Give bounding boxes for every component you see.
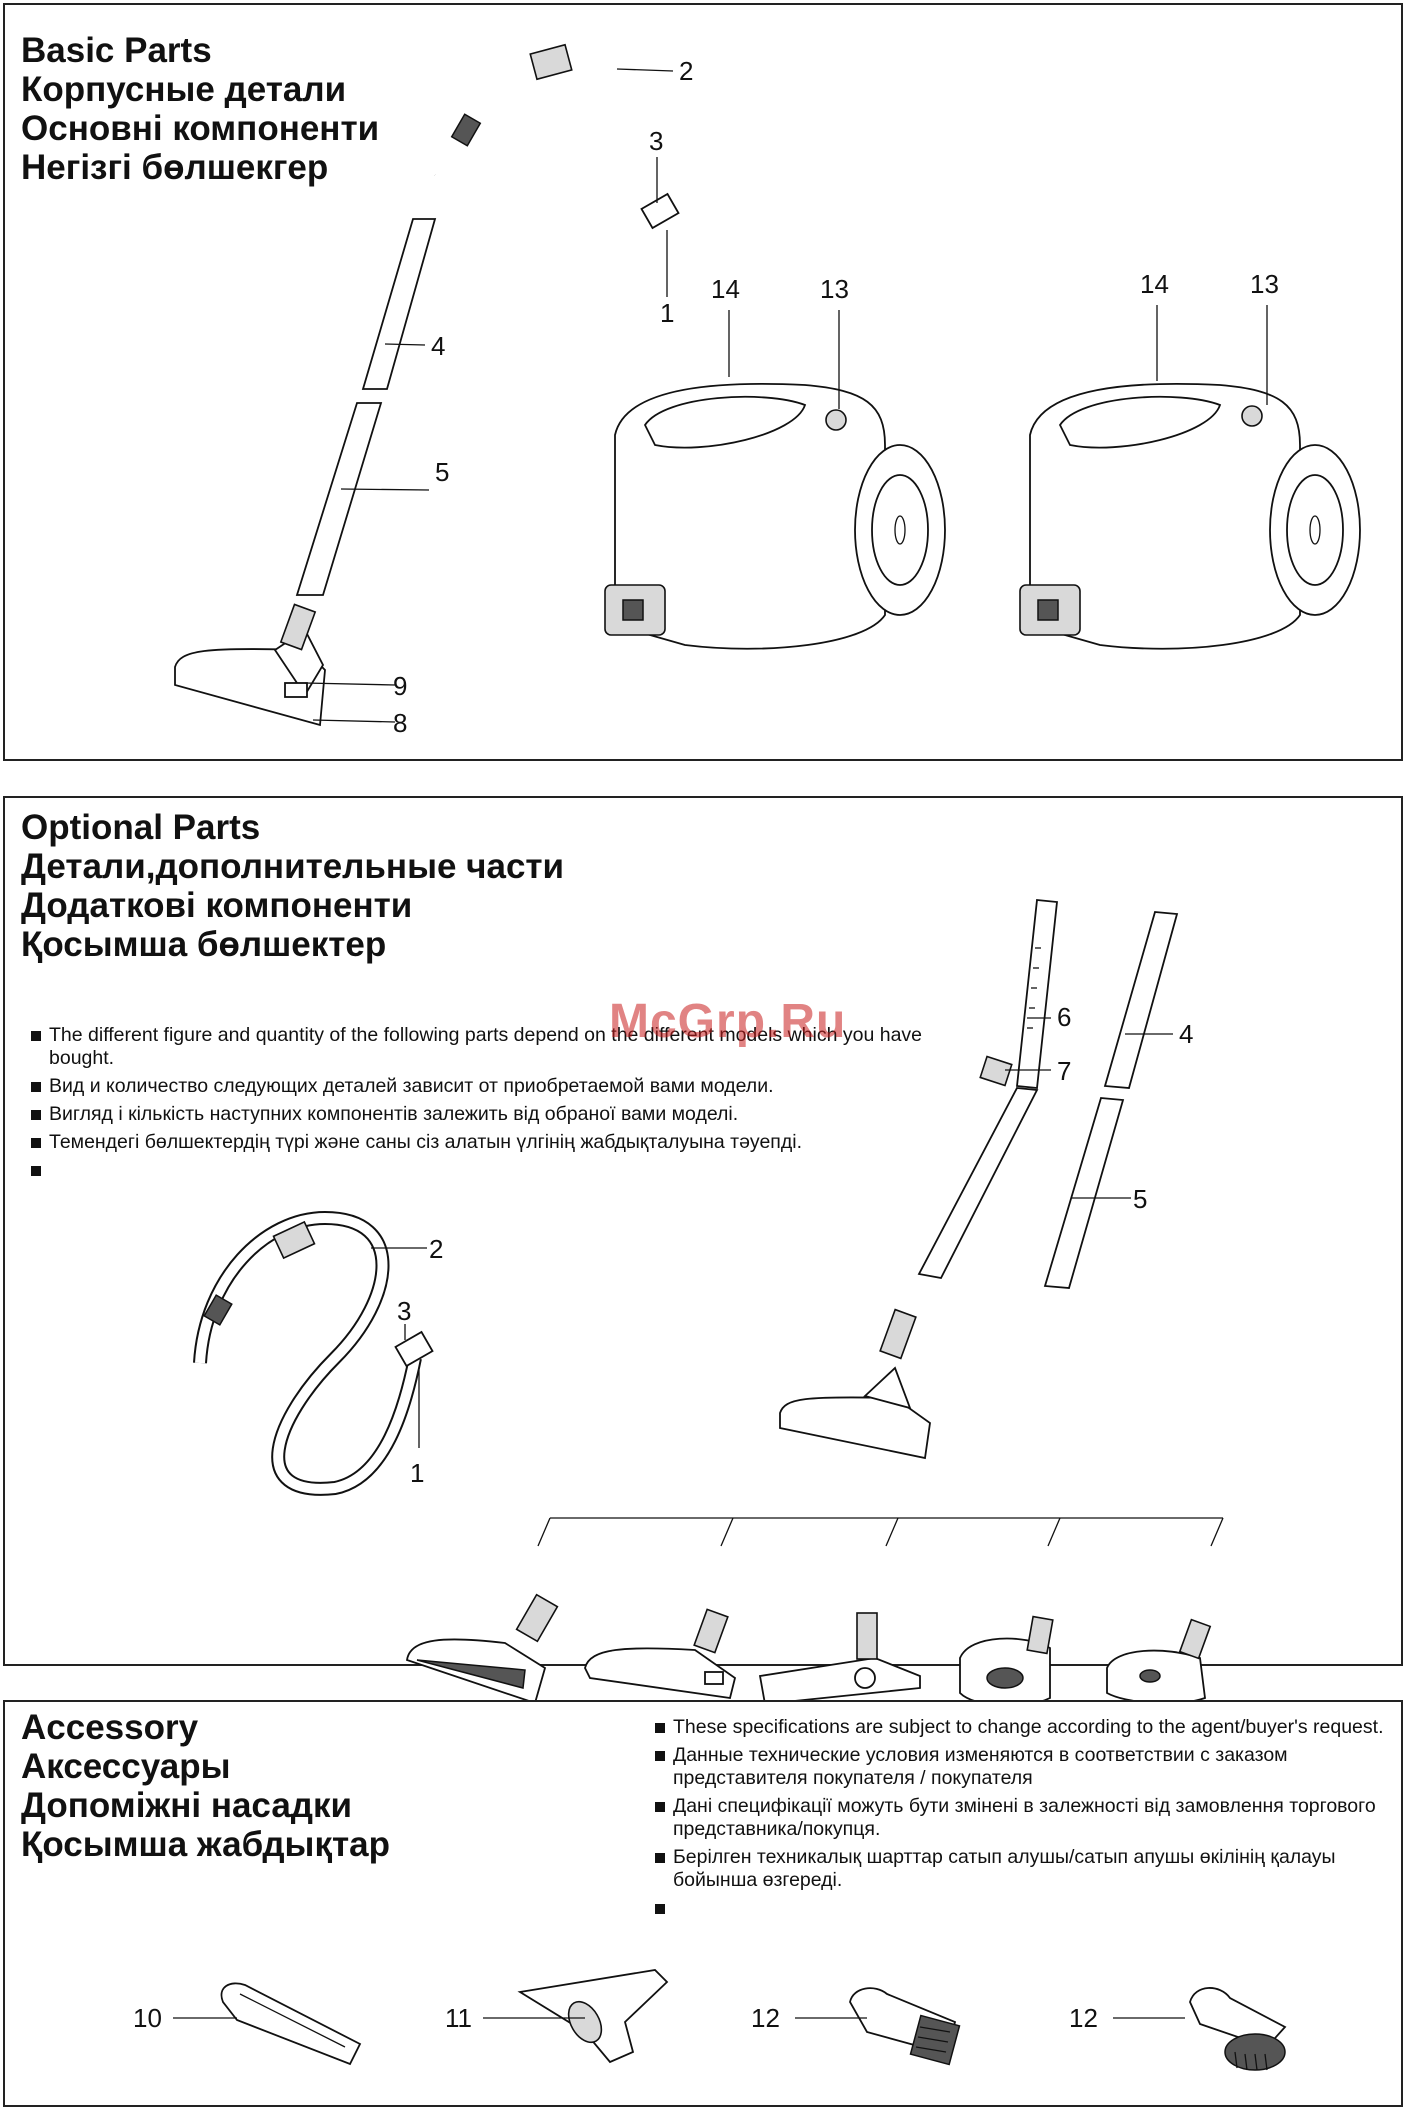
optional-parts-heading: Optional Parts Детали,дополнительные час… xyxy=(21,808,564,964)
callout-right-button: 13 xyxy=(1250,269,1279,299)
callout-right-top-part: 14 xyxy=(1140,269,1169,299)
tube-drawing xyxy=(295,218,437,596)
heading-line-kk: Қосымша бөлшектер xyxy=(21,925,387,964)
telescopic-tube-drawing xyxy=(917,899,1058,1280)
upholstery-tool-drawing xyxy=(517,1969,669,2064)
floor-nozzle-drawing xyxy=(174,603,326,727)
callout-brush-tool: 12 xyxy=(751,2003,780,2033)
hose-drawing xyxy=(193,1210,434,1496)
callout-hose-connector: 3 xyxy=(397,1296,411,1326)
heading-line-kk: Қосымша жабдықтар xyxy=(21,1825,390,1864)
callout-extension-tube-lower: 5 xyxy=(435,457,449,487)
watermark: McGrp.Ru xyxy=(609,995,847,1048)
note-item: Данные технические условия изменяются в … xyxy=(653,1744,1393,1790)
callout-extension-tube-upper: 4 xyxy=(1179,1019,1193,1049)
note-item: The different figure and quantity of the… xyxy=(29,1024,989,1070)
callout-hose-end: 1 xyxy=(410,1458,424,1488)
heading-line-en: Basic Parts xyxy=(21,31,212,70)
callout-round-brush-tool: 12 xyxy=(1069,2003,1098,2033)
callout-left-button: 13 xyxy=(820,274,849,304)
nozzle-option-3 xyxy=(758,1612,921,1705)
callout-telescopic-tube: 6 xyxy=(1057,1002,1071,1032)
note-item: Дані специфікації можуть бути змінені в … xyxy=(653,1795,1393,1841)
note-item: Берілген техникалық шарттар сатып алушы/… xyxy=(653,1846,1393,1892)
hose-drawing xyxy=(423,43,680,306)
heading-line-uk: Допоміжні насадки xyxy=(21,1786,353,1825)
optional-notes-list: The different figure and quantity of the… xyxy=(29,1024,989,1176)
callout-hose: 2 xyxy=(679,56,693,86)
callout-hose: 2 xyxy=(429,1234,443,1264)
heading-line-uk: Основні компоненти xyxy=(21,109,380,148)
callout-hose-end: 1 xyxy=(660,298,674,328)
floor-nozzle-drawing xyxy=(779,1308,931,1460)
vacuum-body-right xyxy=(1019,382,1361,650)
nozzle-option-2 xyxy=(584,1608,737,1700)
heading-line-kk: Негізгі бөлшекгер xyxy=(21,148,329,187)
callout-floor-nozzle: 8 xyxy=(393,708,407,738)
nozzle-option-1 xyxy=(406,1593,559,1705)
basic-parts-illustration: 2 3 1 4 5 9 8 14 13 14 13 xyxy=(174,43,1361,738)
callout-nozzle-pedal: 9 xyxy=(393,671,407,701)
callout-extension-tube-upper: 4 xyxy=(431,331,445,361)
basic-parts-panel: Basic Parts Корпусные детали Основні ком… xyxy=(3,3,1403,761)
heading-line-en: Optional Parts xyxy=(21,808,261,847)
note-item: Темендегі бөлшектердің түрі және саны сі… xyxy=(29,1131,989,1154)
nozzle-option-4 xyxy=(959,1615,1054,1707)
note-item: Вид и количество следующих деталей завис… xyxy=(29,1075,989,1098)
callout-hose-connector: 3 xyxy=(649,126,663,156)
vacuum-body-left xyxy=(604,382,946,650)
brush-tool-drawing xyxy=(849,1987,961,2066)
leader-lines xyxy=(304,68,1268,723)
accessory-panel: Accessory Аксессуары Допоміжні насадки Қ… xyxy=(3,1700,1403,2107)
crevice-tool-drawing xyxy=(220,1982,362,2066)
tube-drawing xyxy=(1043,911,1179,1289)
callout-tube-clip: 7 xyxy=(1057,1056,1071,1086)
callout-upholstery-tool: 11 xyxy=(445,2003,472,2033)
leader-lines xyxy=(371,1017,1173,1448)
alternative-nozzle-bracket xyxy=(537,1517,1224,1547)
heading-line-ru: Корпусные детали xyxy=(21,70,347,109)
optional-parts-illustration: 6 7 4 5 2 3 1 xyxy=(193,899,1224,1707)
callout-left-top-part: 14 xyxy=(711,274,740,304)
heading-line-ru: Аксессуары xyxy=(21,1747,231,1786)
nozzle-option-5 xyxy=(1106,1618,1212,1705)
callout-extension-tube-lower: 5 xyxy=(1133,1184,1147,1214)
basic-parts-heading: Basic Parts Корпусные детали Основні ком… xyxy=(21,31,379,187)
optional-parts-panel: Optional Parts Детали,дополнительные час… xyxy=(3,796,1403,1707)
heading-line-en: Accessory xyxy=(21,1708,199,1747)
accessory-illustration: 10 11 12 12 xyxy=(133,1969,1287,2071)
round-brush-tool-drawing xyxy=(1189,1987,1287,2071)
accessory-notes-list: These specifications are subject to chan… xyxy=(653,1716,1393,1914)
note-item: Вигляд і кількість наступних компонентів… xyxy=(29,1103,989,1126)
heading-line-ru: Детали,дополнительные части xyxy=(21,847,565,886)
accessory-heading: Accessory Аксессуары Допоміжні насадки Қ… xyxy=(21,1708,390,1864)
heading-line-uk: Додаткові компоненти xyxy=(21,886,413,925)
callout-crevice-tool: 10 xyxy=(133,2003,162,2033)
note-item: These specifications are subject to chan… xyxy=(653,1716,1393,1739)
